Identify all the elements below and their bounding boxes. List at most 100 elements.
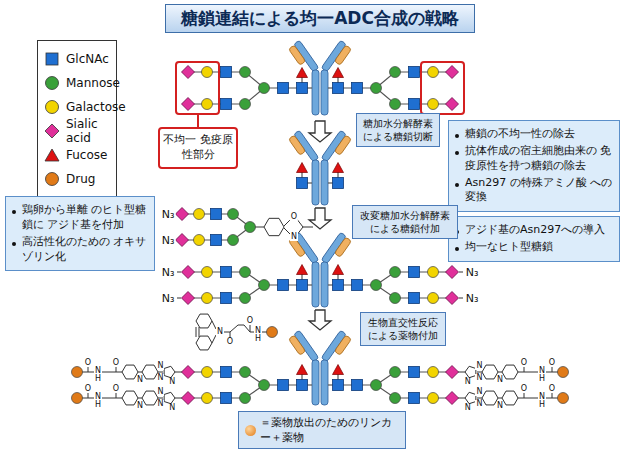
man-symbol [371, 83, 382, 94]
drug-symbol [558, 367, 569, 378]
bullet-item: Asn297 の特殊アミノ酸 への変換 [455, 176, 613, 206]
man-symbol [390, 293, 401, 304]
node-text: 生物直交性反応 による薬物付加 [368, 317, 438, 341]
man-symbol [390, 393, 401, 404]
fucose-symbol [297, 265, 308, 275]
glcnac-symbol [221, 367, 232, 378]
sialic-acid-symbol [182, 66, 195, 79]
bullet-item: 糖鎖の不均一性の除去 [455, 127, 613, 142]
bullet-dot [12, 242, 16, 246]
glycan-chain [328, 365, 459, 405]
atom-label: N [290, 233, 298, 241]
light-chain [334, 335, 351, 355]
atom-label: O [290, 213, 298, 221]
atom-label: H [538, 401, 546, 409]
drug-symbol [558, 393, 569, 404]
glcnac-symbol [278, 83, 289, 94]
bond-line [552, 393, 553, 398]
bond-line [459, 271, 463, 272]
fucose-symbol [297, 163, 308, 173]
bond-line [88, 367, 89, 372]
fc-chain [312, 262, 319, 307]
man-symbol [259, 280, 270, 291]
fc-chain [321, 262, 328, 307]
bullet-item: 高活性化のための オキサゾリン化 [12, 235, 148, 265]
bond-line [212, 335, 216, 343]
atom-label: N [464, 404, 472, 412]
triazole-ring [465, 392, 476, 403]
legend-label: Galactose [66, 100, 126, 114]
node-text: ＝薬物放出のためのリンカー＋薬物 [260, 415, 399, 445]
bond-line [224, 325, 244, 332]
glcnac-symbol [333, 280, 344, 291]
legend-label: Mannose [66, 76, 120, 90]
gal-symbol [428, 293, 439, 304]
azide-label: N₃ [161, 209, 176, 220]
glycan-chain [328, 265, 459, 305]
benzene-ring [502, 365, 518, 379]
glcnac-symbol [211, 209, 222, 220]
fucose-symbol [333, 365, 344, 375]
glcnac-symbol [409, 267, 420, 278]
azide-label: N₃ [465, 267, 480, 278]
drug-symbol [72, 393, 83, 404]
glcnac-symbol [297, 280, 308, 291]
man-symbol [228, 235, 239, 246]
man-symbol [245, 222, 256, 233]
step-box: 糖加水分解酵素 による糖鎖切断 [356, 113, 440, 147]
note-panel: アジド基のAsn297への導入均一なヒト型糖鎖 [448, 216, 620, 262]
node-text: 鶏卵から単離 のヒト型糖鎖に アジド基を付加 [22, 203, 148, 233]
glcnac-symbol [352, 380, 363, 391]
glycan-chain [297, 163, 313, 189]
glcnac-symbol [409, 99, 420, 110]
gal-symbol [428, 99, 439, 110]
triazole-ring [164, 366, 175, 377]
process-arrow [309, 208, 331, 229]
legend-box: GlcNAcMannoseGalactoseSialic acidFucoseD… [37, 40, 117, 198]
bullet-item: 抗体作成の宿主細胞由来の 免疫原性を持つ糖鎖の除去 [455, 144, 613, 174]
atom-label: O [84, 359, 92, 367]
legend-swatch-shape [46, 53, 58, 65]
light-chain [334, 135, 351, 155]
azide-label: N₃ [465, 293, 480, 304]
man-symbol [240, 267, 251, 278]
bond-line [552, 367, 553, 372]
sialic-acid-symbol [446, 98, 459, 111]
light-chain [334, 45, 351, 65]
legend-swatch-shape [46, 101, 59, 114]
fucose-symbol [333, 265, 344, 275]
legend-swatch-shape [45, 149, 59, 161]
bullet-dot [455, 183, 459, 187]
legend-swatch-shape [46, 77, 59, 90]
man-symbol [228, 209, 239, 220]
gal-symbol [428, 367, 439, 378]
man-symbol [390, 367, 401, 378]
atom-label: N [254, 327, 262, 335]
bullet-dot [12, 210, 16, 214]
atom-label: H [254, 335, 262, 343]
glcnac-symbol [333, 178, 344, 189]
antibody [288, 330, 352, 405]
bond-line [477, 398, 482, 399]
bond-line [177, 297, 181, 298]
antibody [288, 232, 352, 307]
glcnac-symbol [221, 67, 232, 78]
glcnac-symbol [221, 393, 232, 404]
legend-label: Fucose [66, 148, 107, 162]
node-text: 糖鎖の不均一性の除去 [465, 127, 575, 142]
legend-swatch [44, 171, 60, 187]
drug-symbol [267, 327, 278, 338]
node-text: 抗体作成の宿主細胞由来の 免疫原性を持つ糖鎖の除去 [465, 144, 613, 174]
atom-label: O [246, 317, 254, 325]
legend-swatch [44, 51, 60, 67]
glcnac-symbol [297, 380, 308, 391]
atom-label: O [520, 385, 528, 393]
dbco-drug-reagent [196, 314, 278, 350]
legend-entry: Galactose [44, 95, 110, 119]
atom-label: O [112, 359, 120, 367]
bond-line [116, 367, 117, 372]
bond-line [518, 398, 538, 399]
bullet-item: 鶏卵から単離 のヒト型糖鎖に アジド基を付加 [12, 203, 148, 233]
atom-label: H [94, 401, 102, 409]
